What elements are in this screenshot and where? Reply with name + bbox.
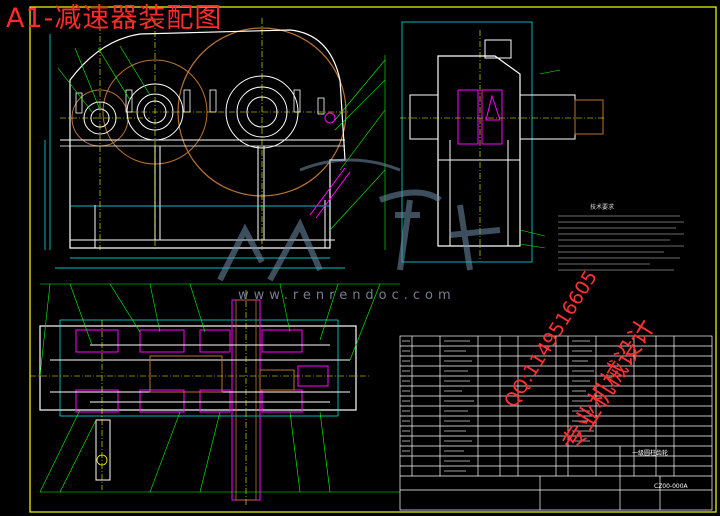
watermark-site: www.renrendoc.com [238, 288, 456, 303]
drawing-title: A1-减速器装配图 [6, 3, 223, 34]
drawing-border [29, 6, 717, 513]
parts-list-entries [402, 340, 594, 472]
technical-requirements [558, 215, 684, 271]
top-section-view [30, 283, 400, 505]
front-view [44, 18, 386, 269]
side-view [400, 21, 605, 263]
title-block-name: 一级圆柱齿轮 [632, 450, 669, 457]
parts-list-table [399, 335, 713, 511]
tech-requirements-heading: 技术要求 [590, 204, 615, 211]
title-block-code: CZ00-000A [654, 483, 688, 490]
watermark-logo [217, 158, 501, 282]
